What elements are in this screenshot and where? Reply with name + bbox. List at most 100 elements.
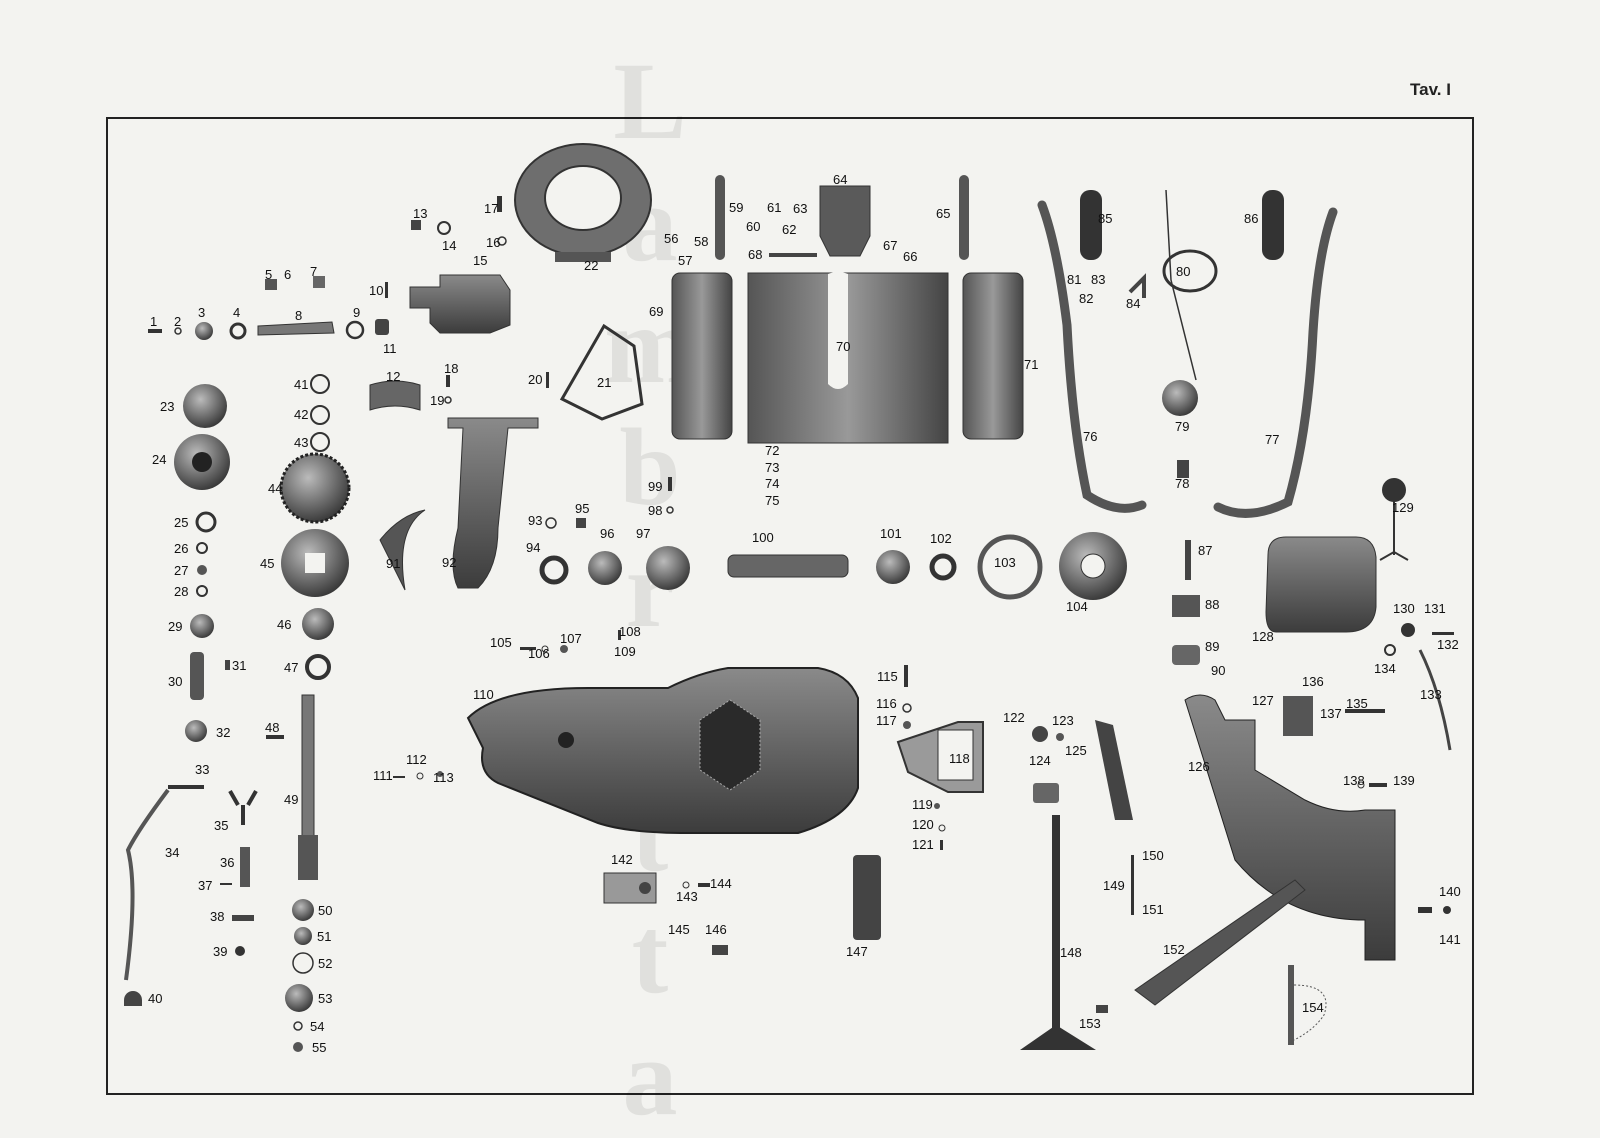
part-number-label: 141 <box>1439 932 1461 947</box>
part-number-label: 123 <box>1052 713 1074 728</box>
part-stud-20 <box>546 372 549 388</box>
part-number-label: 84 <box>1126 296 1141 311</box>
part-pin-10 <box>385 282 388 298</box>
part-number-label: 60 <box>746 219 761 234</box>
part-number-label: 4 <box>233 305 241 320</box>
part-number-label: 14 <box>442 238 457 253</box>
part-number-label: 35 <box>214 818 229 833</box>
part-gasket-103 <box>977 534 1043 600</box>
part-number-label: 103 <box>994 555 1016 570</box>
part-number-label: 15 <box>473 253 488 268</box>
part-number-label: 79 <box>1175 419 1190 434</box>
part-nut-117 <box>903 721 911 729</box>
part-swing-arm-92 <box>447 417 539 589</box>
part-number-label: 53 <box>318 991 333 1006</box>
part-number-label: 121 <box>912 837 934 852</box>
part-clutch-plate-45-hub <box>305 553 325 573</box>
part-nut-55 <box>293 1042 303 1052</box>
part-screw-1 <box>148 329 162 333</box>
part-number-label: 65 <box>936 206 951 221</box>
part-number-label: 129 <box>1392 500 1414 515</box>
part-ring-9 <box>345 320 365 340</box>
part-number-label: 25 <box>174 515 189 530</box>
part-washer-2 <box>174 327 182 335</box>
part-washer-138 <box>1357 781 1365 789</box>
part-key-48 <box>266 735 284 739</box>
part-number-label: 48 <box>265 720 280 735</box>
part-bolt-13 <box>411 220 421 230</box>
part-number-label: 83 <box>1091 272 1106 287</box>
part-number-label: 31 <box>232 658 247 673</box>
part-nut-39 <box>235 946 245 956</box>
part-lever-34 <box>124 788 170 981</box>
part-number-label: 100 <box>752 530 774 545</box>
part-pin-149 <box>1131 855 1134 915</box>
part-engine-cowl-110-grille <box>699 699 761 791</box>
part-screw-146 <box>712 945 728 955</box>
part-crown-gear-44 <box>279 452 351 524</box>
part-number-label: 127 <box>1252 693 1274 708</box>
part-number-label: 8 <box>295 308 303 323</box>
part-number-label: 20 <box>528 372 543 387</box>
part-number-label: 49 <box>284 792 299 807</box>
part-pipe-133 <box>1418 649 1452 751</box>
part-number-label: 117 <box>876 713 897 728</box>
part-ring-43 <box>310 432 330 452</box>
part-side-panel-69 <box>671 272 733 440</box>
part-bolt-99 <box>668 477 672 491</box>
part-ring-42 <box>310 405 330 425</box>
part-flywheel-housing-22-lugs <box>555 252 611 262</box>
part-shaft-8 <box>257 321 335 336</box>
part-ring-52 <box>292 952 314 974</box>
part-hub-cover-104-center <box>1080 553 1106 579</box>
part-washer-28 <box>196 585 208 597</box>
part-bearing-32 <box>185 720 207 742</box>
part-bolt-18 <box>446 375 450 387</box>
part-number-label: 5 <box>265 267 273 282</box>
part-number-label: 51 <box>317 929 332 944</box>
part-number-label: 66 <box>903 249 918 264</box>
part-cover-70-slot <box>828 272 848 389</box>
part-washer-19 <box>444 396 452 404</box>
part-washer-106 <box>541 645 549 653</box>
part-number-label: 43 <box>294 435 309 450</box>
part-number-label: 73 <box>765 460 780 475</box>
part-number-label: 76 <box>1083 429 1098 444</box>
part-number-label: 70 <box>836 339 851 354</box>
part-mudguard-91 <box>379 509 426 591</box>
part-engine-cowl-110-hole <box>558 732 574 748</box>
part-screw-111 <box>393 776 405 778</box>
part-bracket-11 <box>375 319 389 335</box>
part-washer-16 <box>497 236 507 246</box>
part-washer-26 <box>196 542 208 554</box>
part-number-label: 13 <box>413 206 428 221</box>
part-number-label: 40 <box>148 991 163 1006</box>
part-bearing-29 <box>190 614 214 638</box>
part-strip-59 <box>715 175 725 260</box>
part-number-label: 134 <box>1374 661 1396 676</box>
part-number-label: 46 <box>277 617 292 632</box>
part-pin-33 <box>168 785 204 789</box>
part-shaft-49-worm <box>298 835 318 880</box>
part-plunger-36 <box>240 847 250 887</box>
part-side-panel-71 <box>962 272 1024 440</box>
part-bolt-153 <box>1096 1005 1108 1013</box>
part-number-label: 62 <box>782 222 797 237</box>
part-number-label: 92 <box>442 555 457 570</box>
part-bracket-64 <box>819 185 871 257</box>
part-rubber-40 <box>124 991 142 1006</box>
part-block-89 <box>1172 645 1200 665</box>
part-number-label: 124 <box>1029 753 1051 768</box>
part-ring-4 <box>229 322 247 340</box>
part-nut-123 <box>1056 733 1064 741</box>
part-number-label: 18 <box>444 361 459 376</box>
part-rubber-12 <box>369 380 421 411</box>
part-number-label: 77 <box>1265 432 1280 447</box>
part-number-label: 143 <box>676 889 698 904</box>
part-number-label: 140 <box>1439 884 1461 899</box>
part-number-label: 80 <box>1176 264 1191 279</box>
part-number-label: 37 <box>198 878 213 893</box>
part-number-label: 142 <box>611 852 633 867</box>
part-number-label: 28 <box>174 584 189 599</box>
part-number-label: 122 <box>1003 710 1025 725</box>
